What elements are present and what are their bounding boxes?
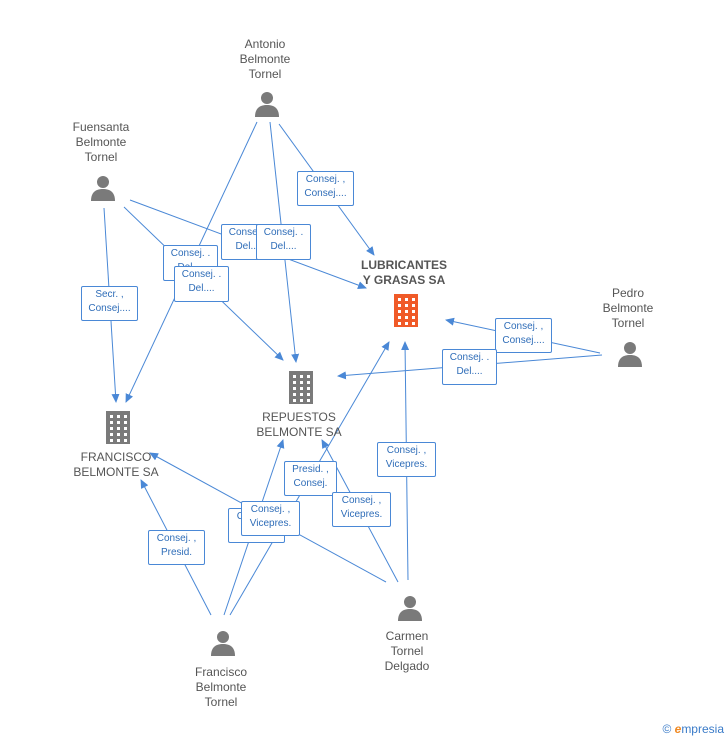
edge-label-el5[interactable]: Consej. . Del.... [174,266,229,302]
node-label-pedro[interactable]: Pedro Belmonte Tornel [602,286,654,330]
edge-label-el13[interactable]: Consej. , Presid. [148,530,205,565]
edge-label-el6[interactable]: Secr. , Consej.... [81,286,138,321]
edge-label-el7[interactable]: Consej. , Consej.... [495,318,552,353]
footer-brand[interactable]: © empresia [662,722,724,736]
person-icon[interactable] [616,340,644,373]
edge-label-el3[interactable]: Consej. . Del.... [256,224,311,260]
person-icon[interactable] [253,90,281,123]
building-icon[interactable] [103,410,133,449]
edge-label-el10[interactable]: Presid. , Consej. [284,461,337,496]
brand-logo-e: e [674,722,682,736]
edge-label-el9[interactable]: Consej. , Vicepres. [377,442,436,477]
copyright-symbol: © [662,722,672,736]
node-label-francisco_sa[interactable]: FRANCISCO BELMONTE SA [73,450,159,479]
edge-label-el11[interactable]: Consej. , Vicepres. [332,492,391,527]
brand-name: mpresia [681,722,724,736]
person-icon[interactable] [89,174,117,207]
node-label-repuestos[interactable]: REPUESTOS BELMONTE SA [256,410,342,439]
building-icon[interactable] [391,293,421,332]
node-label-carmen[interactable]: Carmen Tornel Delgado [384,629,430,673]
edge-label-el1[interactable]: Consej. , Consej.... [297,171,354,206]
person-icon[interactable] [396,594,424,627]
person-icon[interactable] [209,629,237,662]
node-label-fuensanta[interactable]: Fuensanta Belmonte Tornel [72,120,130,164]
node-label-antonio[interactable]: Antonio Belmonte Tornel [239,37,291,81]
building-icon[interactable] [286,370,316,409]
node-label-francisco[interactable]: Francisco Belmonte Tornel [194,665,247,709]
node-label-lubricantes[interactable]: LUBRICANTES Y GRASAS SA [361,258,447,287]
edge-label-el14[interactable]: Consej. , Vicepres. [241,501,300,536]
edge-label-el8[interactable]: Consej. . Del.... [442,349,497,385]
